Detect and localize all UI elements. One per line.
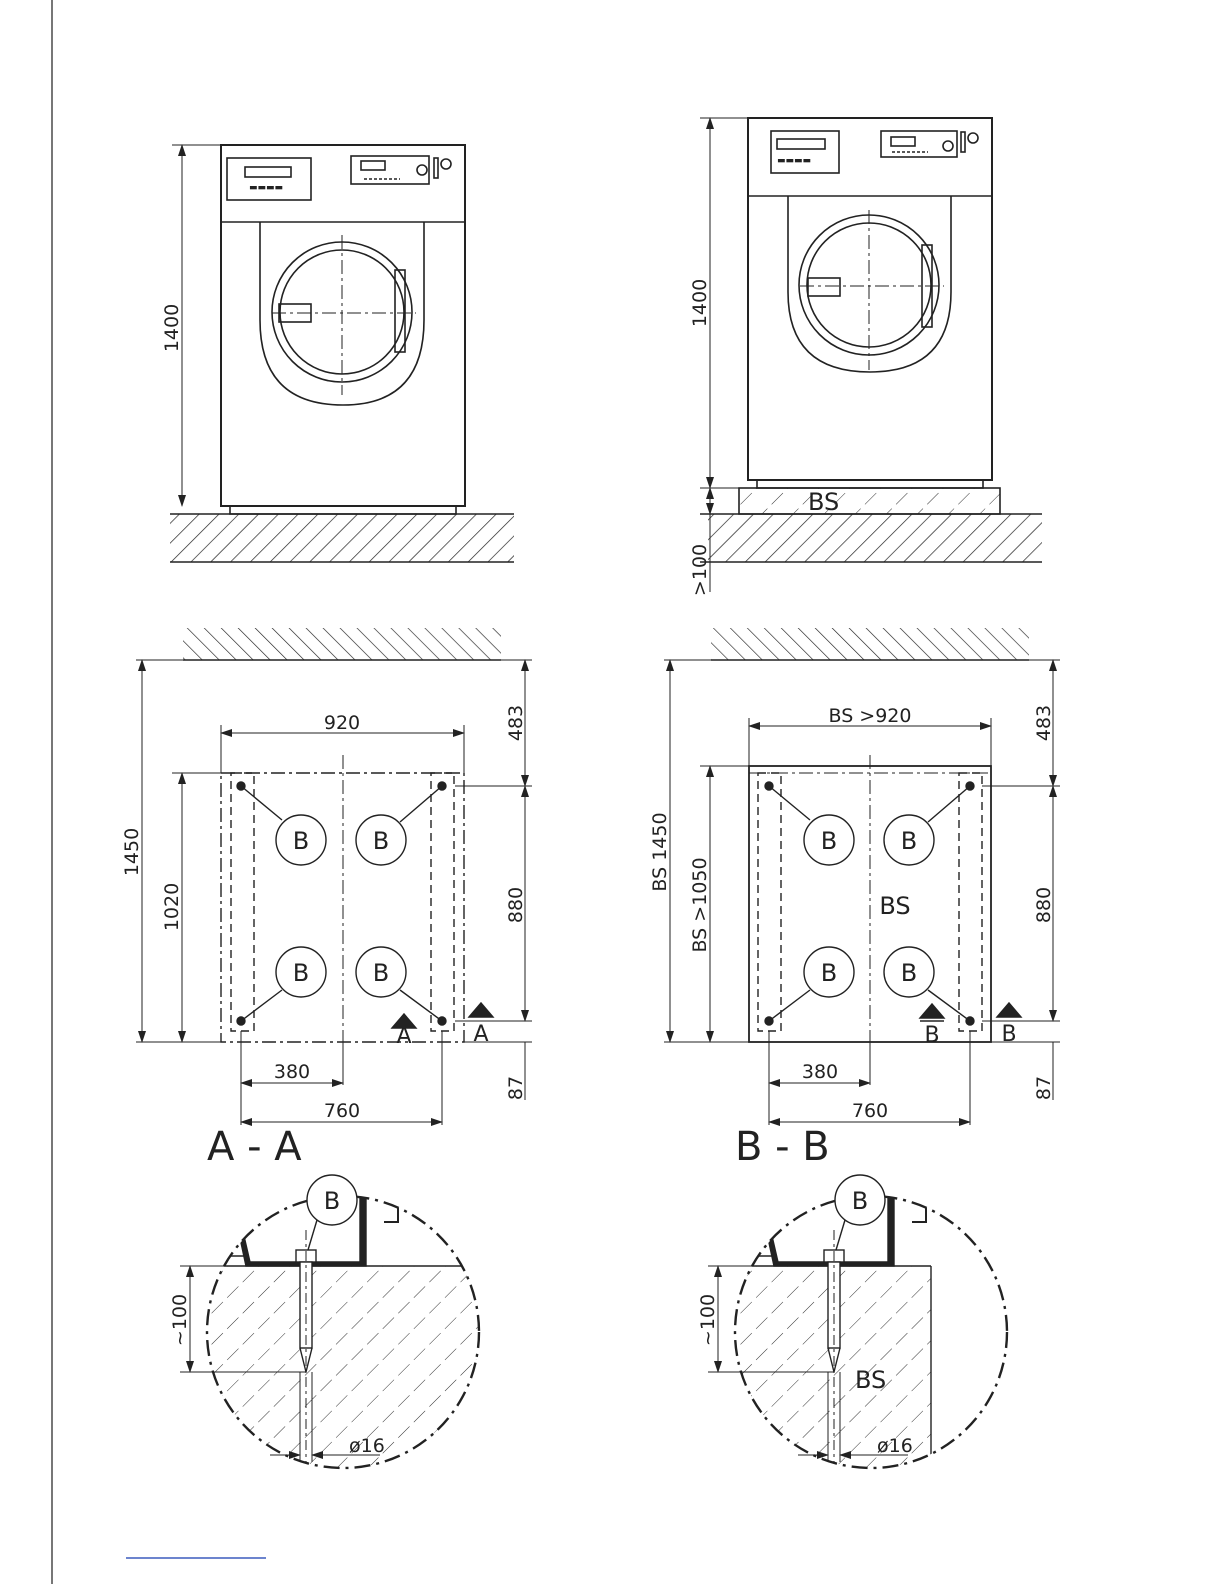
wall-hatch — [183, 628, 501, 660]
section-b-callout: B — [852, 1187, 868, 1215]
section-a-diameter-label: ø16 — [349, 1435, 385, 1457]
brand-logo: ▬▬▬▬ — [777, 156, 811, 166]
plan-base-inner-depth-label: BS >1050 — [689, 857, 711, 952]
section-b-diameter-label: ø16 — [877, 1435, 913, 1457]
plan-depth-label: 1450 — [121, 828, 143, 876]
anchor-callout-label: B — [373, 959, 389, 987]
half-spacing-label: 380 — [274, 1061, 310, 1083]
section-b-base-label: BS — [855, 1366, 886, 1394]
base-min-height-label: >100 — [689, 544, 711, 596]
floor-hatch — [708, 514, 1042, 562]
anchor-width-label: 760 — [852, 1100, 888, 1122]
front-view-base: ▬▬▬▬ — [700, 118, 1042, 592]
section-arrow-icon — [997, 1003, 1021, 1017]
machine-foot — [230, 506, 456, 514]
anchor-width-label: 760 — [324, 1100, 360, 1122]
half-spacing-label: 380 — [802, 1061, 838, 1083]
section-a-detail — [180, 1170, 490, 1486]
section-b-detail — [708, 1170, 1007, 1486]
section-marker-label: A — [473, 1022, 488, 1047]
section-arrow-icon — [920, 1004, 944, 1018]
control-panel: ▬▬▬▬ — [771, 131, 978, 173]
plan-base-width-label: BS >920 — [829, 705, 912, 727]
section-arrow-icon — [469, 1003, 493, 1017]
rear-clearance-label: 483 — [1033, 705, 1055, 741]
anchor-callout-label: B — [293, 959, 309, 987]
base-label: BS — [879, 892, 910, 920]
plan-view-plain — [136, 628, 532, 1125]
front-view-plain: ▬▬▬▬ — [170, 145, 514, 562]
foot-rail-right — [431, 773, 454, 1031]
wall-hatch — [711, 628, 1029, 660]
front-offset-label: 87 — [505, 1076, 527, 1100]
base-plinth — [739, 488, 1000, 514]
anchor-callout-label: B — [901, 827, 917, 855]
front-height-label: 1400 — [161, 304, 183, 352]
plan-base-depth-label: BS 1450 — [649, 812, 671, 891]
machine-foot — [757, 480, 983, 488]
section-a-title: A - A — [207, 1124, 302, 1170]
section-a-callout: B — [324, 1187, 340, 1215]
machine-body — [221, 145, 465, 506]
anchor-callout-label: B — [821, 827, 837, 855]
anchor-callout-label: B — [821, 959, 837, 987]
front-base-height-label: 1400 — [689, 279, 711, 327]
plan-view-base — [664, 628, 1060, 1125]
door-assembly — [260, 222, 424, 405]
base-label: BS — [808, 488, 839, 516]
front-offset-label: 87 — [1033, 1076, 1055, 1100]
door-assembly — [788, 196, 951, 372]
section-marker-label: A — [396, 1024, 411, 1049]
anchor-callout-label: B — [293, 827, 309, 855]
floor-hatch — [170, 514, 514, 562]
control-panel: ▬▬▬▬ — [227, 156, 451, 200]
anchor-callout-label: B — [901, 959, 917, 987]
foot-rail-left — [231, 773, 254, 1031]
foot-rail-right — [959, 773, 982, 1031]
plan-inner-depth-label: 1020 — [161, 883, 183, 931]
concrete-floor-hatch — [200, 1266, 490, 1486]
section-marker-label: B — [1001, 1022, 1016, 1047]
rear-clearance-label: 483 — [505, 705, 527, 741]
section-marker-label: B — [924, 1023, 939, 1048]
foot-rail-left — [758, 773, 781, 1031]
section-b-title: B - B — [735, 1124, 830, 1170]
anchor-spacing-label: 880 — [1033, 887, 1055, 923]
brand-logo: ▬▬▬▬ — [249, 183, 283, 193]
anchor-spacing-label: 880 — [505, 887, 527, 923]
section-a-depth-label: ~100 — [169, 1294, 191, 1346]
plan-width-label: 920 — [324, 712, 360, 734]
anchor-callout-label: B — [373, 827, 389, 855]
section-b-depth-label: ~100 — [697, 1294, 719, 1346]
